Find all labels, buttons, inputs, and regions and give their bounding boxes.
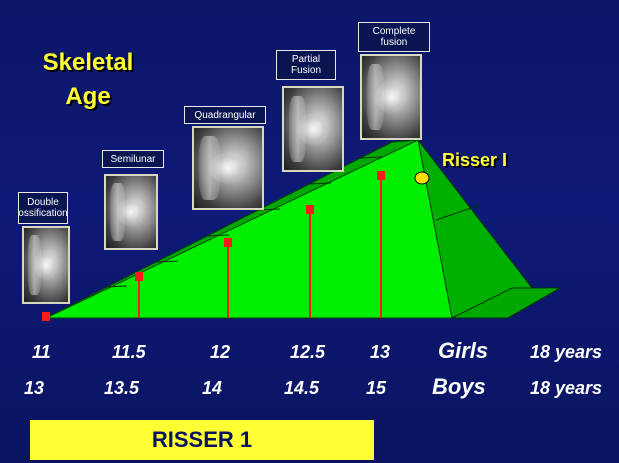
xray-image-3 (192, 126, 264, 210)
stage-markers (42, 171, 385, 321)
ramp-divisions (104, 156, 481, 288)
stage-caption-5: Complete fusion (358, 22, 430, 52)
girls-age-3: 12 (210, 342, 231, 362)
stage-caption-1: Double ossification (18, 192, 68, 224)
girls-end-age: 18 years (530, 342, 603, 362)
xray-image-4 (282, 86, 344, 172)
boys-age-5: 15 (366, 378, 387, 398)
xray-image-5 (360, 54, 422, 140)
boys-age-3: 14 (202, 378, 223, 398)
stage-caption-3: Quadrangular (184, 106, 266, 124)
ramp-front-face (45, 139, 453, 319)
girls-age-2: 11.5 (112, 342, 146, 362)
boys-label: Boys (432, 374, 486, 399)
slide-title: Skeletal Age (28, 46, 148, 114)
stage-marker-2 (135, 272, 143, 281)
risser-label: Risser I (442, 150, 508, 170)
risser-banner-text: RISSER 1 (151, 427, 253, 452)
risser-banner: RISSER 1 (30, 420, 374, 460)
stage-marker-5 (377, 171, 385, 180)
stage-caption-4: Partial Fusion (276, 50, 336, 80)
boys-age-2: 13.5 (104, 378, 140, 398)
boys-age-4: 14.5 (284, 378, 320, 398)
girls-age-1: 11 (32, 342, 51, 362)
stage-caption-2: Semilunar (102, 150, 164, 168)
girls-label: Girls (438, 338, 489, 363)
stage-marker-1 (42, 312, 50, 321)
title-line-1: Skeletal (42, 49, 134, 76)
xray-image-2 (104, 174, 158, 250)
title-line-2: Age (65, 83, 111, 110)
boys-age-1: 13 (24, 378, 45, 398)
stage-marker-3 (224, 238, 232, 247)
risser-dot (414, 171, 430, 185)
stage-marker-4 (306, 205, 314, 214)
girls-age-4: 12.5 (290, 342, 326, 362)
xray-image-1 (22, 226, 70, 304)
ramp-base (451, 287, 562, 319)
boys-end-age: 18 years (530, 378, 603, 398)
girls-age-5: 13 (370, 342, 391, 362)
